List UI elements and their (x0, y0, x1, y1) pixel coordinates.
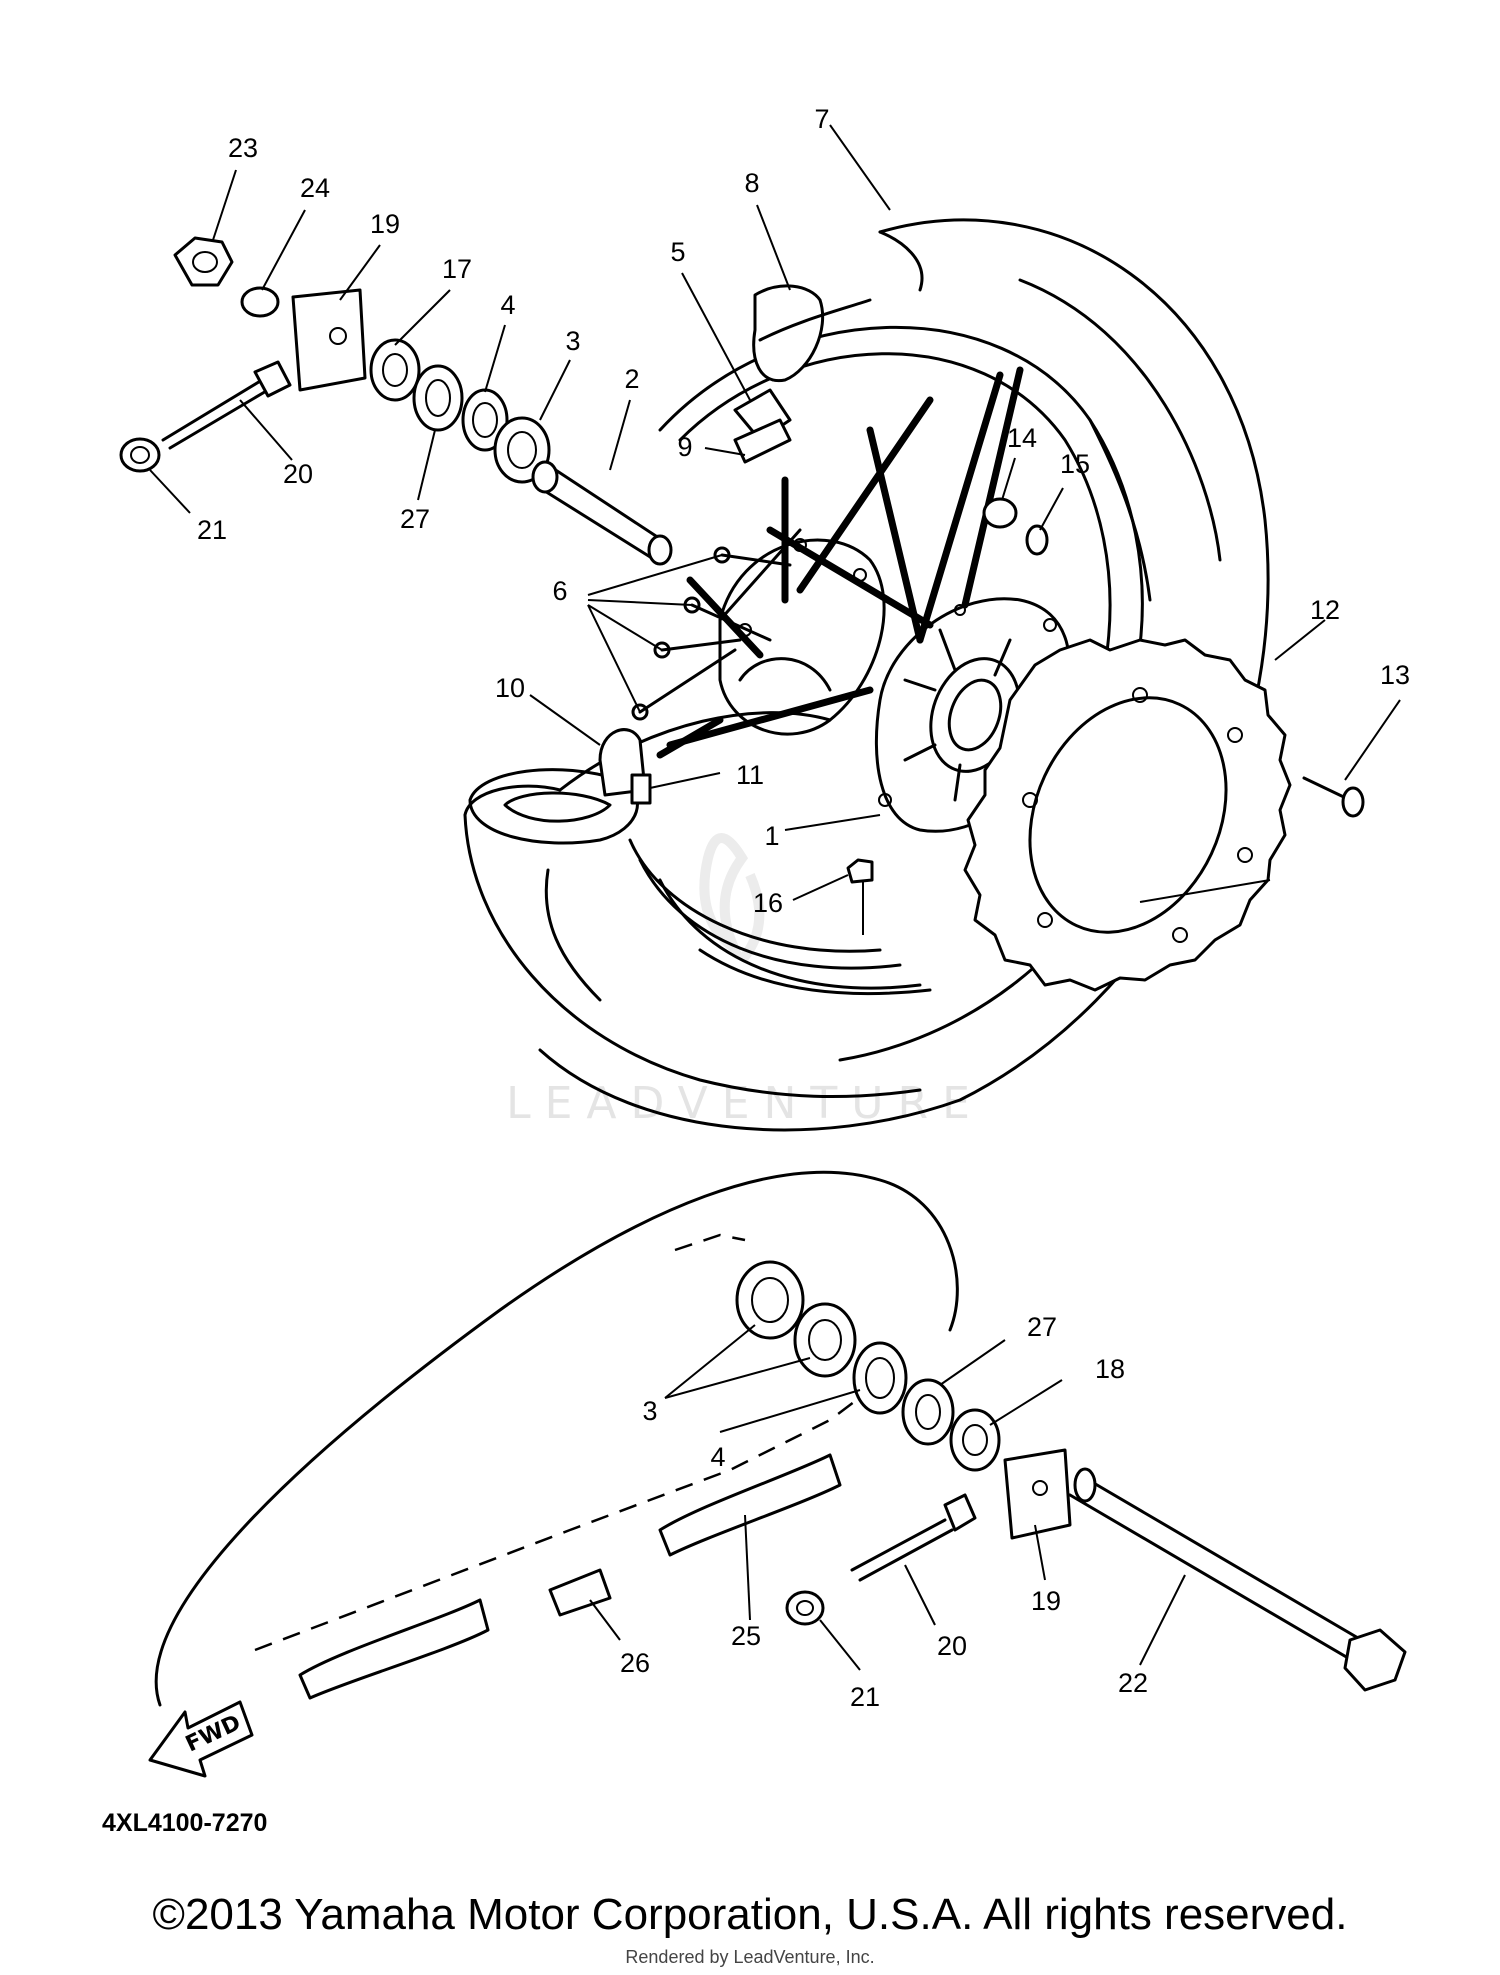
rendered-by-note: Rendered by LeadVenture, Inc. (625, 1947, 875, 1967)
callout-10: 10 (495, 673, 525, 703)
callout-17: 17 (442, 254, 472, 284)
callout-11: 11 (736, 760, 764, 790)
callout-19-bottom: 19 (1031, 1586, 1061, 1616)
watermark-text: LEADVENTURE (506, 1078, 984, 1129)
callout-24: 24 (300, 173, 330, 203)
spokes-drawing (656, 366, 1024, 759)
callout-4-top: 4 (500, 290, 515, 320)
spoke-nipples (631, 546, 792, 721)
sprocket-drawing (963, 638, 1292, 992)
lower-parts: FWD (148, 1170, 1407, 1778)
callout-13: 13 (1380, 660, 1410, 690)
copyright-notice: ©2013 Yamaha Motor Corporation, U.S.A. A… (152, 1890, 1348, 1939)
callout-21-bottom: 21 (850, 1682, 880, 1712)
leadventure-watermark: LEADVENTURE (506, 833, 984, 1129)
axle-parts-top (119, 236, 1365, 935)
callout-20-top: 20 (283, 459, 313, 489)
callout-15: 15 (1060, 449, 1090, 479)
callout-8: 8 (744, 168, 759, 198)
callout-1: 1 (764, 821, 779, 851)
callout-4-bottom: 4 (710, 1442, 725, 1472)
callout-19-top: 19 (370, 209, 400, 239)
callout-3-top: 3 (565, 326, 580, 356)
callout-27-top: 27 (400, 504, 430, 534)
callout-18: 18 (1095, 1354, 1125, 1384)
fwd-arrow-icon: FWD (148, 1700, 254, 1778)
callout-20-bottom: 20 (937, 1631, 967, 1661)
leader-lines (149, 124, 1401, 1671)
callout-25: 25 (731, 1621, 761, 1651)
callout-9: 9 (677, 432, 692, 462)
callout-27-bottom: 27 (1027, 1312, 1057, 1342)
callout-6: 6 (552, 576, 567, 606)
callout-26: 26 (620, 1648, 650, 1678)
callout-14: 14 (1007, 423, 1037, 453)
diagram-code: 4XL4100-7270 (102, 1809, 267, 1837)
callout-7: 7 (814, 104, 829, 134)
callout-21-top: 21 (197, 515, 227, 545)
callout-3-bottom: 3 (642, 1396, 657, 1426)
callout-16: 16 (753, 888, 783, 918)
callout-22: 22 (1118, 1668, 1148, 1698)
callout-23: 23 (228, 133, 258, 163)
callout-12: 12 (1310, 595, 1340, 625)
callout-5: 5 (670, 237, 685, 267)
callout-labels: 23 24 19 17 4 3 2 20 21 27 7 8 5 9 6 10 … (197, 104, 1410, 1712)
callout-2: 2 (624, 364, 639, 394)
